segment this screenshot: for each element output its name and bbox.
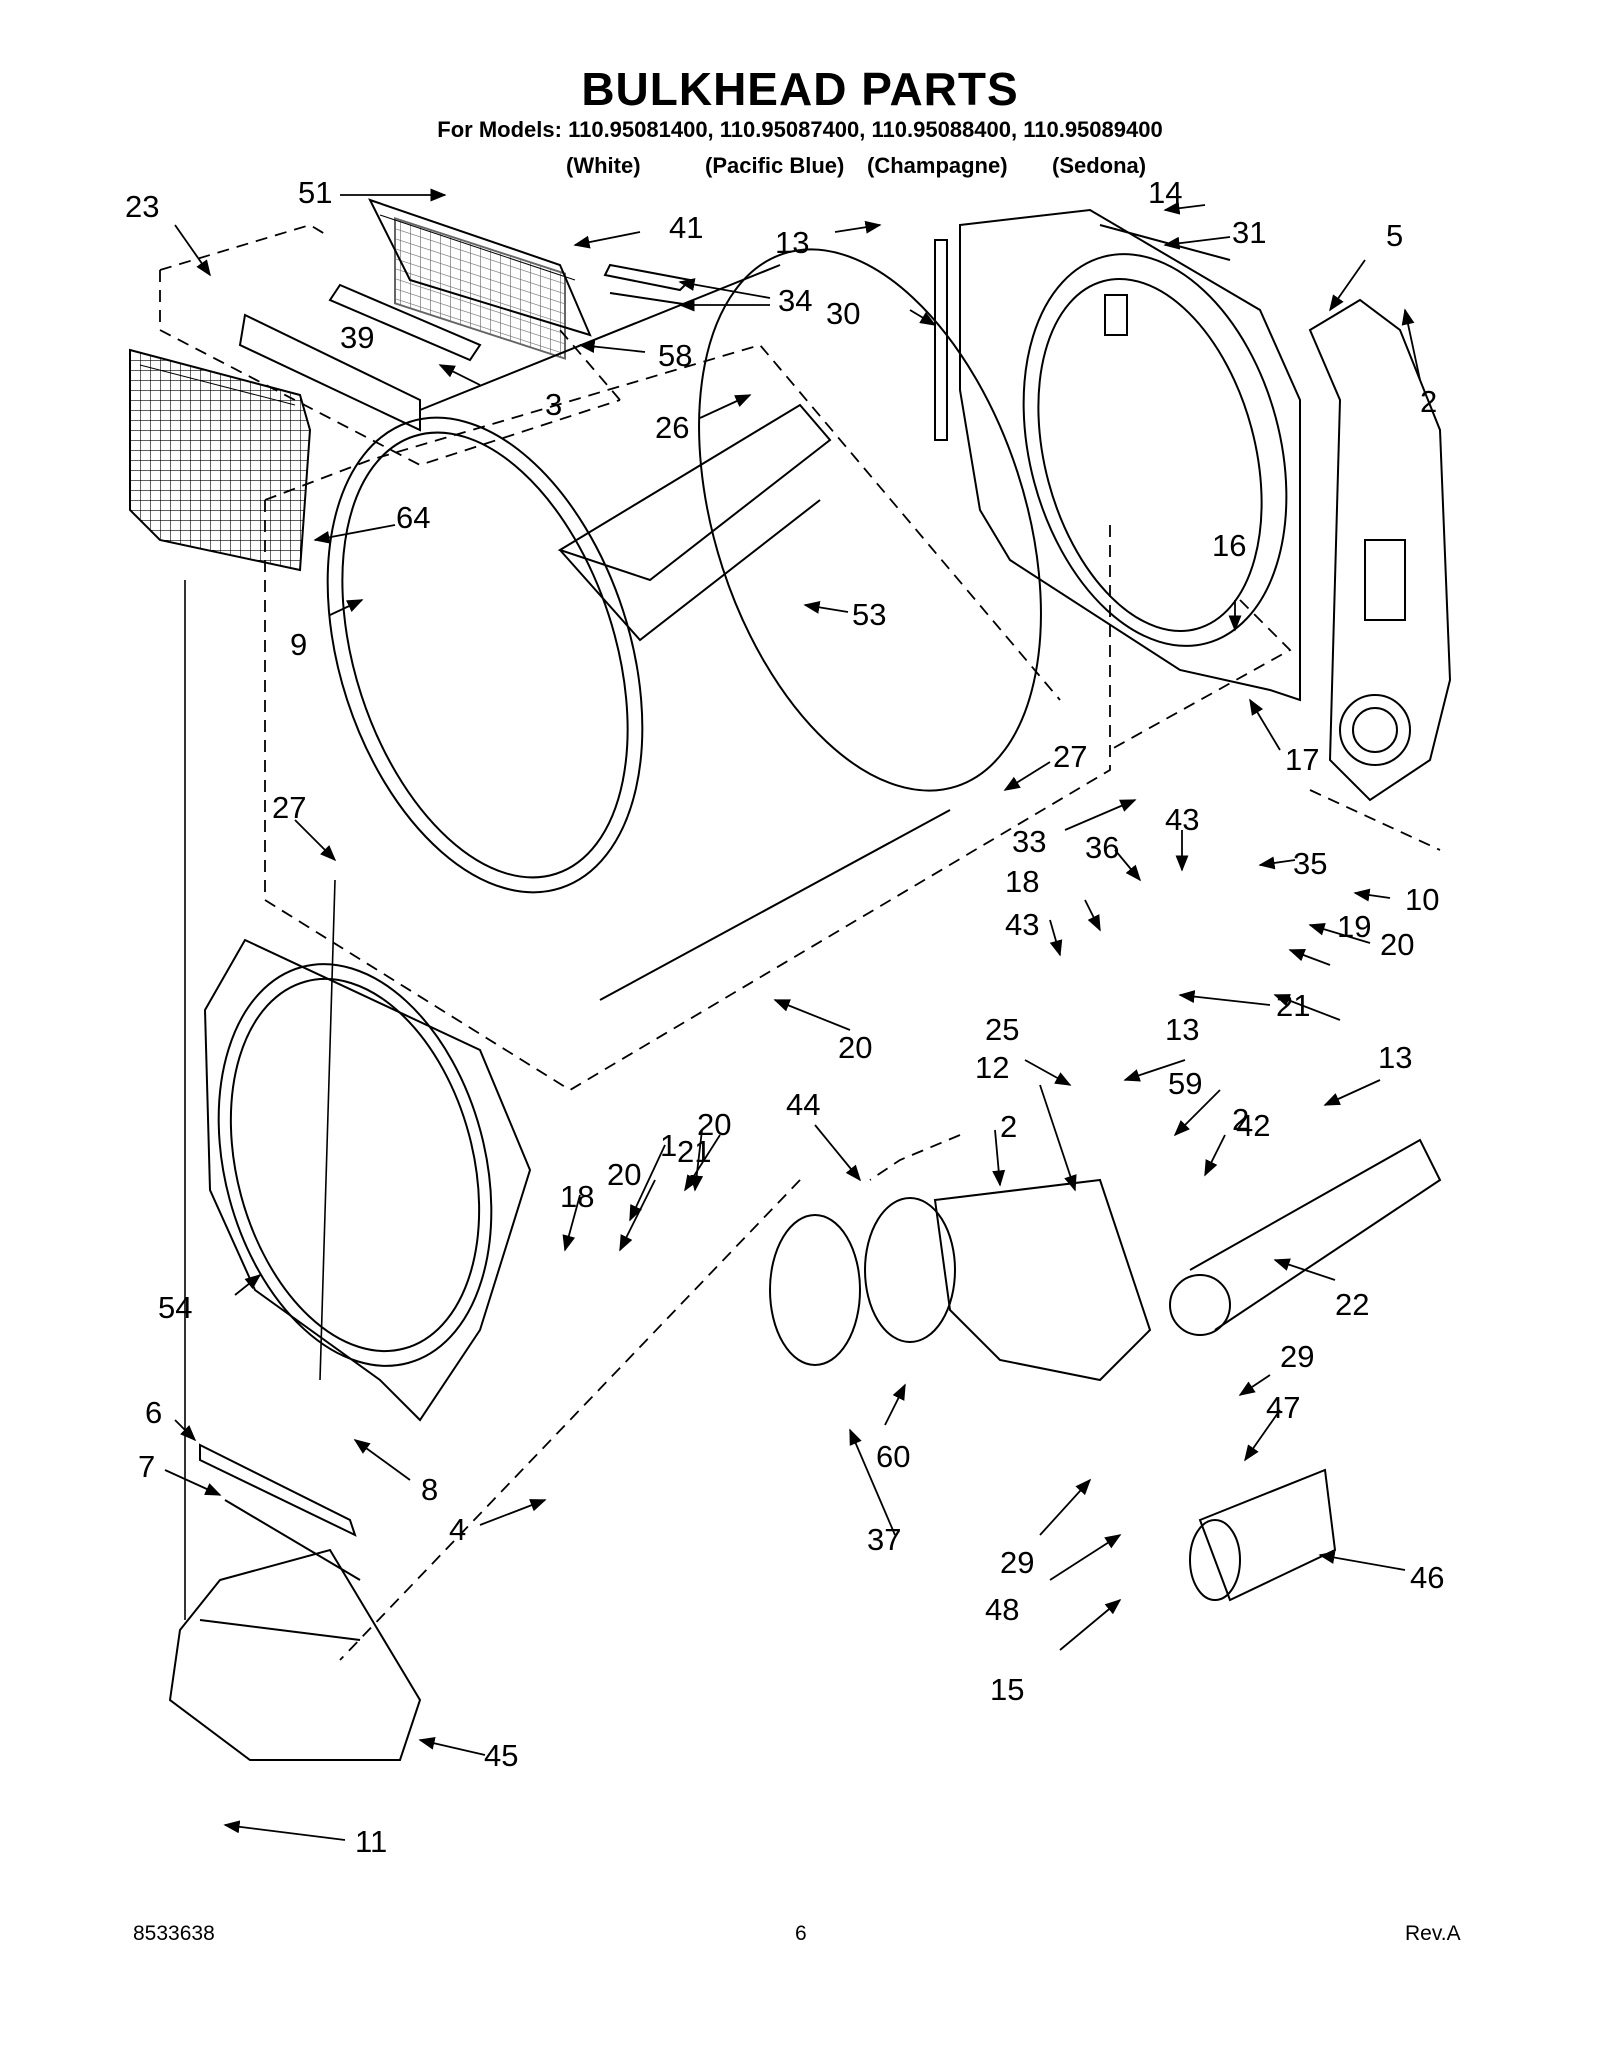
callout-43: 43 xyxy=(1165,802,1199,837)
callout-41: 41 xyxy=(669,210,703,245)
revision: Rev.A xyxy=(1405,1922,1461,1945)
callout-44: 44 xyxy=(786,1087,820,1122)
callout-20: 20 xyxy=(1380,927,1414,962)
callout-5: 5 xyxy=(1386,218,1403,253)
callout-25: 25 xyxy=(985,1012,1019,1047)
callout-4: 4 xyxy=(449,1512,466,1547)
callout-36: 36 xyxy=(1085,830,1119,865)
callout-33: 33 xyxy=(1012,824,1046,859)
callout-13: 13 xyxy=(1165,1012,1199,1047)
callout-17: 17 xyxy=(1285,742,1319,777)
doc-number: 8533638 xyxy=(133,1922,215,1945)
callout-1: 1 xyxy=(660,1128,677,1163)
page-number: 6 xyxy=(795,1922,807,1945)
page-title: BULKHEAD PARTS xyxy=(581,63,1019,115)
callout-27: 27 xyxy=(1053,739,1087,774)
callout-47: 47 xyxy=(1266,1390,1300,1425)
callout-23: 23 xyxy=(125,189,159,224)
callout-12: 12 xyxy=(975,1050,1009,1085)
callout-21: 21 xyxy=(677,1134,711,1169)
callout-59: 59 xyxy=(1168,1066,1202,1101)
callout-53: 53 xyxy=(852,597,886,632)
callout-20: 20 xyxy=(838,1030,872,1065)
callout-2: 2 xyxy=(1232,1102,1249,1137)
callout-48: 48 xyxy=(985,1592,1019,1627)
callout-6: 6 xyxy=(145,1395,162,1430)
callout-30: 30 xyxy=(826,296,860,331)
callout-43: 43 xyxy=(1005,907,1039,942)
callout-15: 15 xyxy=(990,1672,1024,1707)
color-pacific-blue: (Pacific Blue) xyxy=(705,153,845,178)
callout-51: 51 xyxy=(298,175,332,210)
color-white: (White) xyxy=(566,153,641,178)
callout-39: 39 xyxy=(340,320,374,355)
color-champagne: (Champagne) xyxy=(867,153,1008,178)
color-variants: (White) (Pacific Blue) (Champagne) (Sedo… xyxy=(0,153,1600,183)
callout-45: 45 xyxy=(484,1738,518,1773)
callout-9: 9 xyxy=(290,627,307,662)
callout-35: 35 xyxy=(1293,846,1327,881)
callout-26: 26 xyxy=(655,410,689,445)
callout-20: 20 xyxy=(607,1157,641,1192)
callout-58: 58 xyxy=(658,338,692,373)
callout-22: 22 xyxy=(1335,1287,1369,1322)
callout-2: 2 xyxy=(1000,1109,1017,1144)
callout-18: 18 xyxy=(1005,864,1039,899)
callout-3: 3 xyxy=(545,387,562,422)
callout-37: 37 xyxy=(867,1522,901,1557)
callout-46: 46 xyxy=(1410,1560,1444,1595)
callout-60: 60 xyxy=(876,1439,910,1474)
callout-54: 54 xyxy=(158,1290,192,1325)
callout-21: 21 xyxy=(1276,988,1310,1023)
callout-7: 7 xyxy=(138,1449,155,1484)
callout-10: 10 xyxy=(1405,882,1439,917)
models-line: For Models: 110.95081400, 110.95087400, … xyxy=(437,117,1163,142)
callout-34: 34 xyxy=(778,283,812,318)
callout-18: 18 xyxy=(560,1179,594,1214)
callout-64: 64 xyxy=(396,500,430,535)
callout-11: 11 xyxy=(355,1824,387,1859)
callout-13: 13 xyxy=(775,225,809,260)
callout-16: 16 xyxy=(1212,528,1246,563)
callout-29: 29 xyxy=(1280,1339,1314,1374)
callout-14: 14 xyxy=(1148,175,1182,210)
callout-27: 27 xyxy=(272,790,306,825)
callout-42: 42 xyxy=(1236,1108,1270,1143)
callout-29: 29 xyxy=(1000,1545,1034,1580)
callout-31: 31 xyxy=(1232,215,1266,250)
callout-13: 13 xyxy=(1378,1040,1412,1075)
color-sedona: (Sedona) xyxy=(1052,153,1147,178)
callout-20: 20 xyxy=(697,1107,731,1142)
callout-19: 19 xyxy=(1337,909,1371,944)
callout-8: 8 xyxy=(421,1472,438,1507)
callout-2: 2 xyxy=(1420,384,1437,419)
